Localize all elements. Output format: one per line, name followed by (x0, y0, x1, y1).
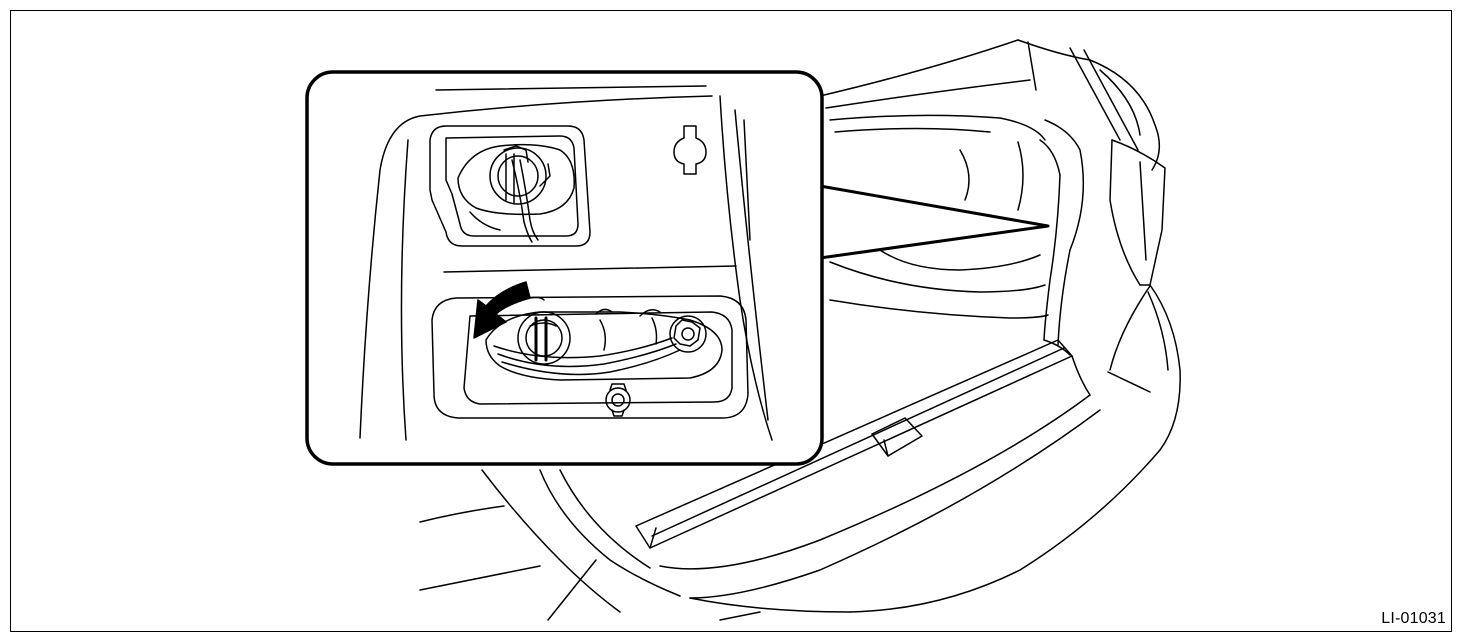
callout-pointer (818, 184, 1050, 260)
upper-bulb-socket-icon (429, 125, 591, 247)
rear-combination-lamp-back-detail-icon (305, 70, 824, 466)
retainer-clip-icon (605, 383, 631, 417)
figure-code-label: LI-01031 (1381, 610, 1446, 627)
lower-bulb-socket-icon (431, 295, 749, 419)
mounting-hole-icon (673, 125, 707, 175)
vehicle-rear-trunk-open-icon (419, 39, 1181, 621)
counterclockwise-rotate-arrow-icon (473, 281, 545, 339)
